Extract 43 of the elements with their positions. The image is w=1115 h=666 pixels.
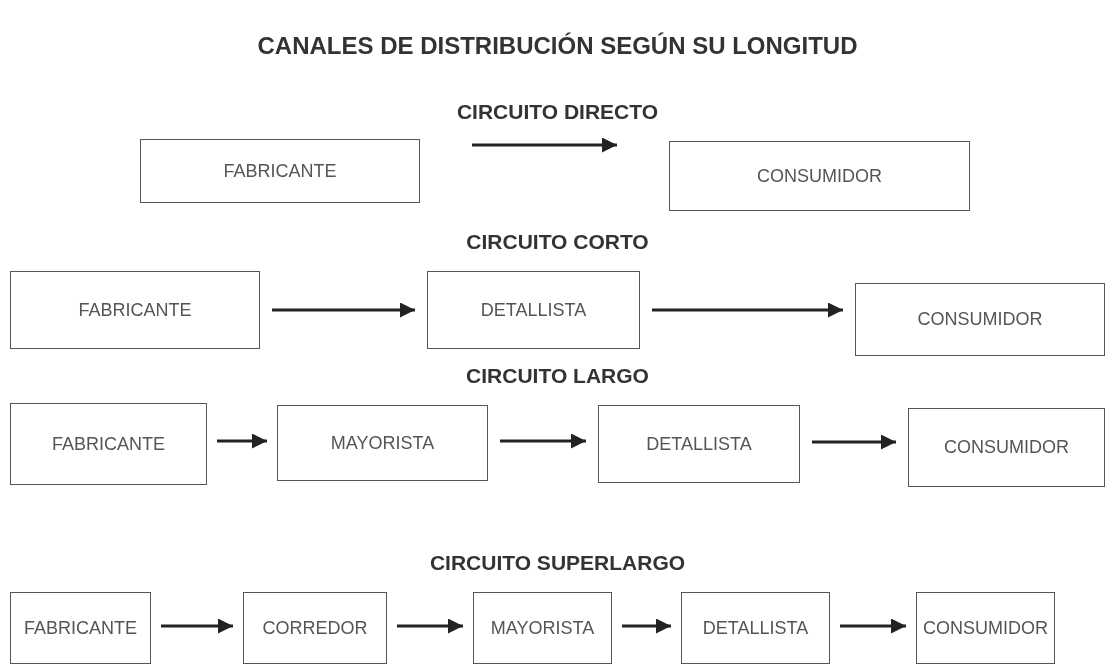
box-label: CONSUMIDOR: [923, 617, 1048, 639]
arrow: [500, 433, 586, 449]
section-heading: CIRCUITO DIRECTO: [456, 100, 659, 124]
process-box: [427, 271, 640, 349]
process-box: [669, 141, 970, 211]
box-label: FABRICANTE: [223, 160, 337, 182]
box-label: DETALLISTA: [646, 433, 752, 455]
process-box: [681, 592, 830, 664]
box-label: FABRICANTE: [78, 299, 192, 321]
box-label: FABRICANTE: [24, 617, 137, 639]
box-label: CONSUMIDOR: [757, 165, 882, 187]
arrow: [812, 434, 896, 450]
arrow: [397, 618, 463, 634]
process-box: [473, 592, 612, 664]
box-label: MAYORISTA: [490, 617, 595, 639]
arrow: [840, 618, 906, 634]
process-box: [10, 403, 207, 485]
process-box: [277, 405, 488, 481]
process-box: [10, 271, 260, 349]
box-label: CONSUMIDOR: [917, 309, 1043, 330]
box-label: CONSUMIDOR: [944, 437, 1069, 458]
process-box: [243, 592, 387, 664]
arrow: [272, 302, 415, 318]
diagram-title: CANALES DE DISTRIBUCIÓN SEGÚN SU LONGITUD: [257, 32, 858, 60]
box-label: DETALLISTA: [702, 617, 809, 639]
box-label: MAYORISTA: [330, 432, 435, 454]
process-box: [908, 408, 1105, 487]
arrow: [217, 433, 267, 449]
process-box: [855, 283, 1105, 356]
section-heading: CIRCUITO CORTO: [466, 230, 649, 254]
process-box: [916, 592, 1055, 664]
arrow: [622, 618, 671, 634]
section-heading: CIRCUITO LARGO: [466, 364, 649, 388]
process-box: [598, 405, 800, 483]
arrow: [472, 137, 617, 153]
box-label: FABRICANTE: [52, 433, 165, 455]
box-label: CORREDOR: [262, 617, 368, 639]
arrow: [161, 618, 233, 634]
process-box: [10, 592, 151, 664]
section-heading: CIRCUITO SUPERLARGO: [429, 551, 686, 575]
process-box: [140, 139, 420, 203]
arrow: [652, 302, 843, 318]
box-label: DETALLISTA: [480, 299, 587, 321]
